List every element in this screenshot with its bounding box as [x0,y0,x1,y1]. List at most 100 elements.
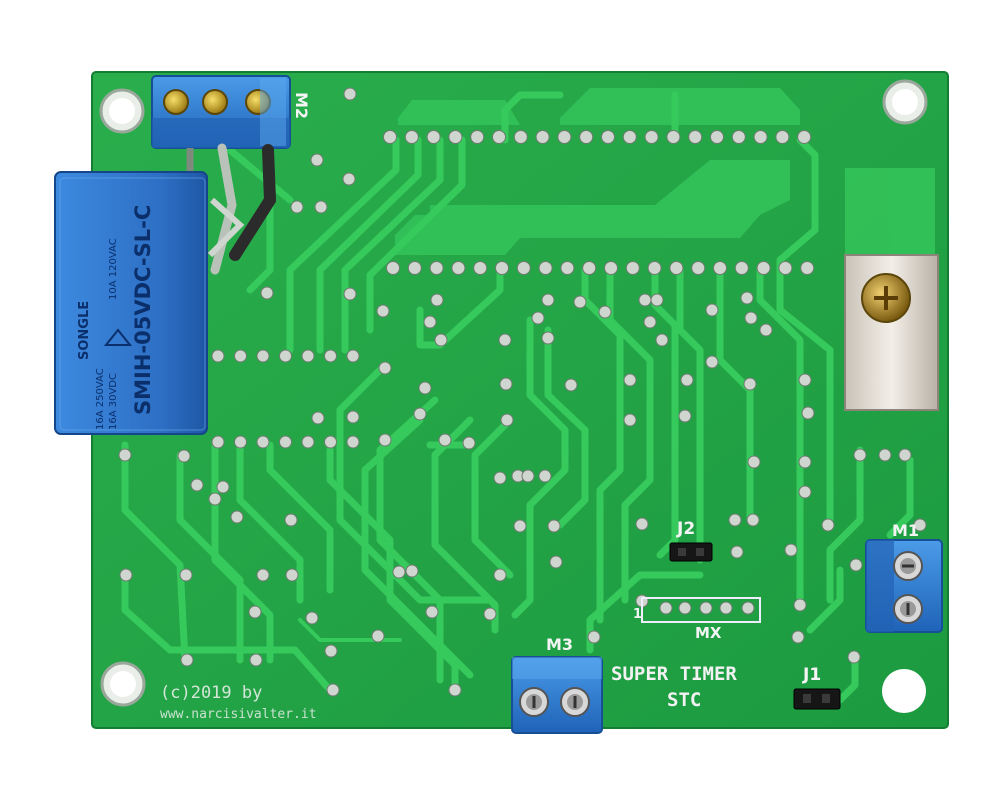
solder-pad [598,305,612,319]
solder-pad [290,200,304,214]
solder-pad [557,130,572,144]
solder-pad [635,517,649,531]
solder-pad [314,200,328,214]
board-title-line1: SUPER TIMER [611,663,737,685]
solder-pad [601,130,615,144]
solder-pad [324,349,337,363]
terminal-block-m3 [511,656,603,734]
solder-pad [778,261,793,275]
solder-pad [801,406,815,420]
solder-pad [429,261,444,275]
solder-pad [730,545,744,559]
solder-pad [604,261,618,275]
solder-pad [234,349,247,363]
solder-pad [743,377,757,391]
solder-pad [118,448,132,462]
solder-pad [666,130,681,144]
jumper-j2 [669,542,713,562]
solder-pad [541,293,555,307]
solder-pad [644,130,659,144]
heatsink [844,254,939,411]
solder-pad [713,261,727,275]
solder-pad [418,381,432,395]
solder-pad [650,293,664,307]
solder-pad [343,287,357,301]
relay-rating1-text: 16A 250VAC [95,368,106,430]
solder-pad [728,513,742,527]
solder-pad [643,315,657,329]
solder-pad [541,331,555,345]
solder-pad [560,261,575,275]
solder-pad [448,683,462,697]
pcb-board [91,71,949,729]
solder-pad [741,601,755,615]
solder-pad [326,683,340,697]
solder-pad [249,653,263,667]
solder-pad [392,565,406,579]
solder-pad [847,650,861,664]
solder-pad [800,261,815,275]
solder-pad [746,513,760,527]
solder-pad [797,130,812,144]
solder-pad [710,130,724,144]
solder-pad [383,130,397,144]
solder-pad [493,568,507,582]
solder-pad [234,435,247,449]
solder-pad [305,611,319,625]
pcb-traces [121,91,914,704]
solder-pad [549,555,563,569]
solder-pad [798,373,812,387]
solder-pad [531,311,545,325]
solder-pad [521,469,535,483]
terminal-block-m2 [151,75,291,149]
solder-pad [492,130,506,144]
solder-pad [705,303,719,317]
solder-pad [423,315,437,329]
solder-pad [740,291,754,305]
solder-pad [279,435,292,449]
solder-pad [470,130,485,144]
solder-pad [638,293,652,307]
solder-pad [256,349,270,363]
solder-pad [538,261,553,275]
solder-pad [913,518,927,532]
solder-pad [119,568,133,582]
label-m3: M3 [546,635,573,654]
solder-pad [791,630,805,644]
solder-pad [324,435,337,449]
solder-pad [753,130,768,144]
relay-brand-text: SONGLE [77,301,92,360]
relay-model-text: SMIH-05VDC-SL-C [131,205,155,415]
solder-pad [448,130,463,144]
solder-pad [655,333,669,347]
solder-pad [793,598,807,612]
solder-pad [301,349,315,363]
solder-pad [500,413,514,427]
solder-pad [346,410,360,424]
mounting-holes [99,79,928,713]
solder-pad [678,601,692,615]
solder-pad [324,644,338,658]
solder-pad [623,373,637,387]
label-j1: J1 [802,665,821,685]
solder-pad [413,407,427,421]
solder-pad [849,558,863,572]
solder-pad [208,492,222,506]
relay-rating3-text: 10A 120VAC [108,238,119,300]
solder-pad [495,261,509,275]
mx-header [641,597,761,623]
solder-pad [513,130,528,144]
solder-pad [622,130,637,144]
solder-pad [744,311,758,325]
solder-pad [691,261,706,275]
solder-pad [625,261,640,275]
solder-pad [878,448,892,462]
solder-pad [407,261,422,275]
solder-pad [473,261,488,275]
solder-pad [216,480,230,494]
solder-pad [426,130,441,144]
solder-pad [798,485,812,499]
solder-pad [248,605,262,619]
solder-pad [647,261,662,275]
